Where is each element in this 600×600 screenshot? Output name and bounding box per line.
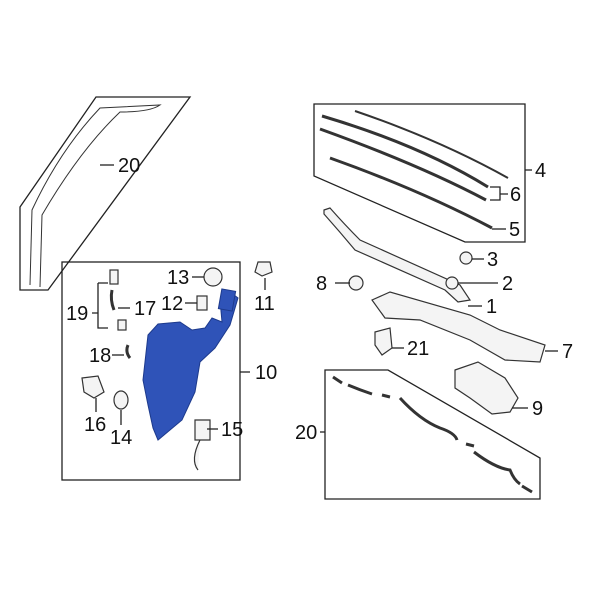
washer-reservoir [142,291,239,441]
windshield-seal [29,104,162,288]
callout-14: 14 [110,427,132,449]
grommet-14 [113,390,129,410]
callout-9: 9 [532,398,543,420]
callout-5: 5 [509,219,520,241]
arm-nut-2 [445,276,459,290]
level-sensor-15 [193,419,211,471]
wiper-linkage [371,291,546,363]
leader-lines [92,164,558,433]
callout-17: 17 [134,298,156,320]
group-box-10-reservoir [61,261,241,481]
callout-6: 6 [510,184,521,206]
callout-3: 3 [487,249,498,271]
wiper-blade-refill [321,114,489,189]
cap-13 [203,267,223,287]
group-box-20-seal [19,96,192,291]
callout-20-hoses: 20 [295,422,317,444]
hose-17 [109,289,116,311]
callout-4: 4 [535,160,546,182]
callout-21: 21 [407,338,429,360]
connector-19b [117,319,127,331]
callout-18: 18 [89,345,111,367]
nozzle-19 [109,269,119,285]
wiper-blade-refill [319,127,487,202]
callout-15: 15 [221,419,243,441]
callout-10: 10 [255,362,277,384]
wiper-blade-insert [329,156,493,230]
bracket-12 [196,295,208,311]
callout-1: 1 [486,296,497,318]
callout-2: 2 [502,273,513,295]
hose-18 [125,344,132,359]
callout-11: 11 [254,293,275,315]
group-box-20-hoses [324,369,541,500]
reservoir-neck [217,288,237,312]
callout-8: 8 [316,273,327,295]
callout-7: 7 [562,341,573,363]
callout-16: 16 [84,414,106,436]
cap-3 [459,251,473,265]
group-box-4-wiper-blades [313,103,526,243]
cover-21 [374,327,393,356]
bolt-11 [254,261,273,277]
pump-16 [81,375,105,399]
callout-13: 13 [167,267,189,289]
callout-19: 19 [66,303,88,325]
washer-hose [332,375,533,494]
wiper-arm [323,207,472,303]
callout-20-seal: 20 [118,155,140,177]
grommet-8 [348,275,364,291]
wiper-motor [454,361,519,415]
wiper-blade-assembly [354,110,509,179]
callout-12: 12 [161,293,183,315]
